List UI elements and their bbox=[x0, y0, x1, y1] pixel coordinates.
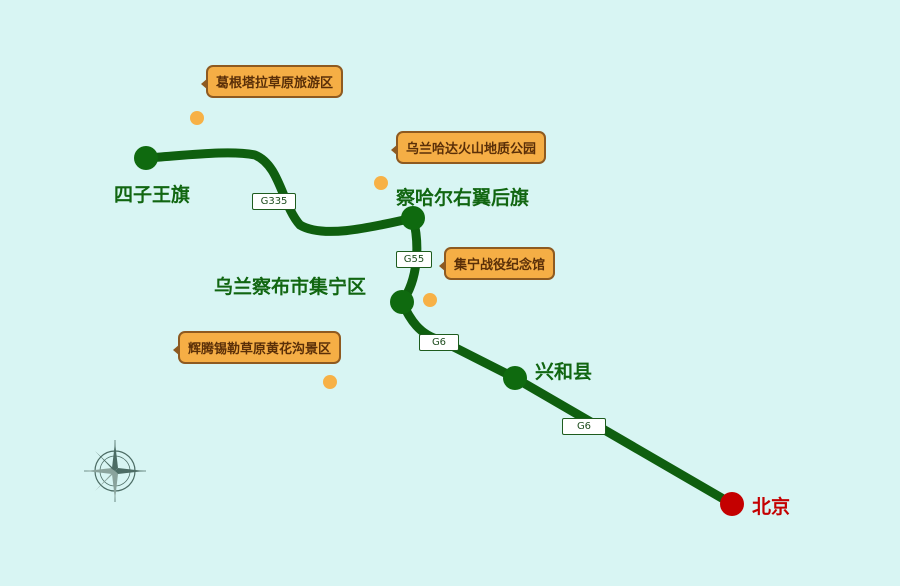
road-shield-g6-lower: G6 bbox=[562, 418, 606, 435]
city-label-beijing: 北京 bbox=[752, 496, 791, 518]
attraction-dot-wulanhada[interactable] bbox=[374, 176, 388, 190]
compass-rose-icon bbox=[84, 440, 146, 502]
city-label-xinghe: 兴和县 bbox=[535, 361, 593, 383]
road-shield-g55: G55 bbox=[396, 251, 432, 268]
attraction-callout-jining-memorial[interactable]: 集宁战役纪念馆 bbox=[438, 247, 556, 280]
attraction-callout-gegentala[interactable]: 葛根塔拉草原旅游区 bbox=[200, 65, 344, 98]
road-shield-g335: G335 bbox=[252, 193, 296, 210]
city-label-siziwang: 四子王旗 bbox=[114, 184, 191, 206]
attraction-dot-gegentala[interactable] bbox=[190, 111, 204, 125]
attraction-callout-wulanhada[interactable]: 乌兰哈达火山地质公园 bbox=[390, 131, 547, 164]
attraction-dot-jining-memorial[interactable] bbox=[423, 293, 437, 307]
attraction-callout-huitengxile[interactable]: 辉腾锡勒草原黄花沟景区 bbox=[172, 331, 342, 364]
city-label-chahar: 察哈尔右翼后旗 bbox=[396, 187, 530, 209]
city-node-xinghe[interactable] bbox=[503, 366, 527, 390]
city-node-beijing[interactable] bbox=[720, 492, 744, 516]
road-shield-g6-upper: G6 bbox=[419, 334, 459, 351]
city-node-jining[interactable] bbox=[390, 290, 414, 314]
city-label-jining: 乌兰察布市集宁区 bbox=[214, 276, 367, 298]
attraction-dot-huitengxile[interactable] bbox=[323, 375, 337, 389]
city-node-chahar[interactable] bbox=[401, 206, 425, 230]
city-node-siziwang[interactable] bbox=[134, 146, 158, 170]
